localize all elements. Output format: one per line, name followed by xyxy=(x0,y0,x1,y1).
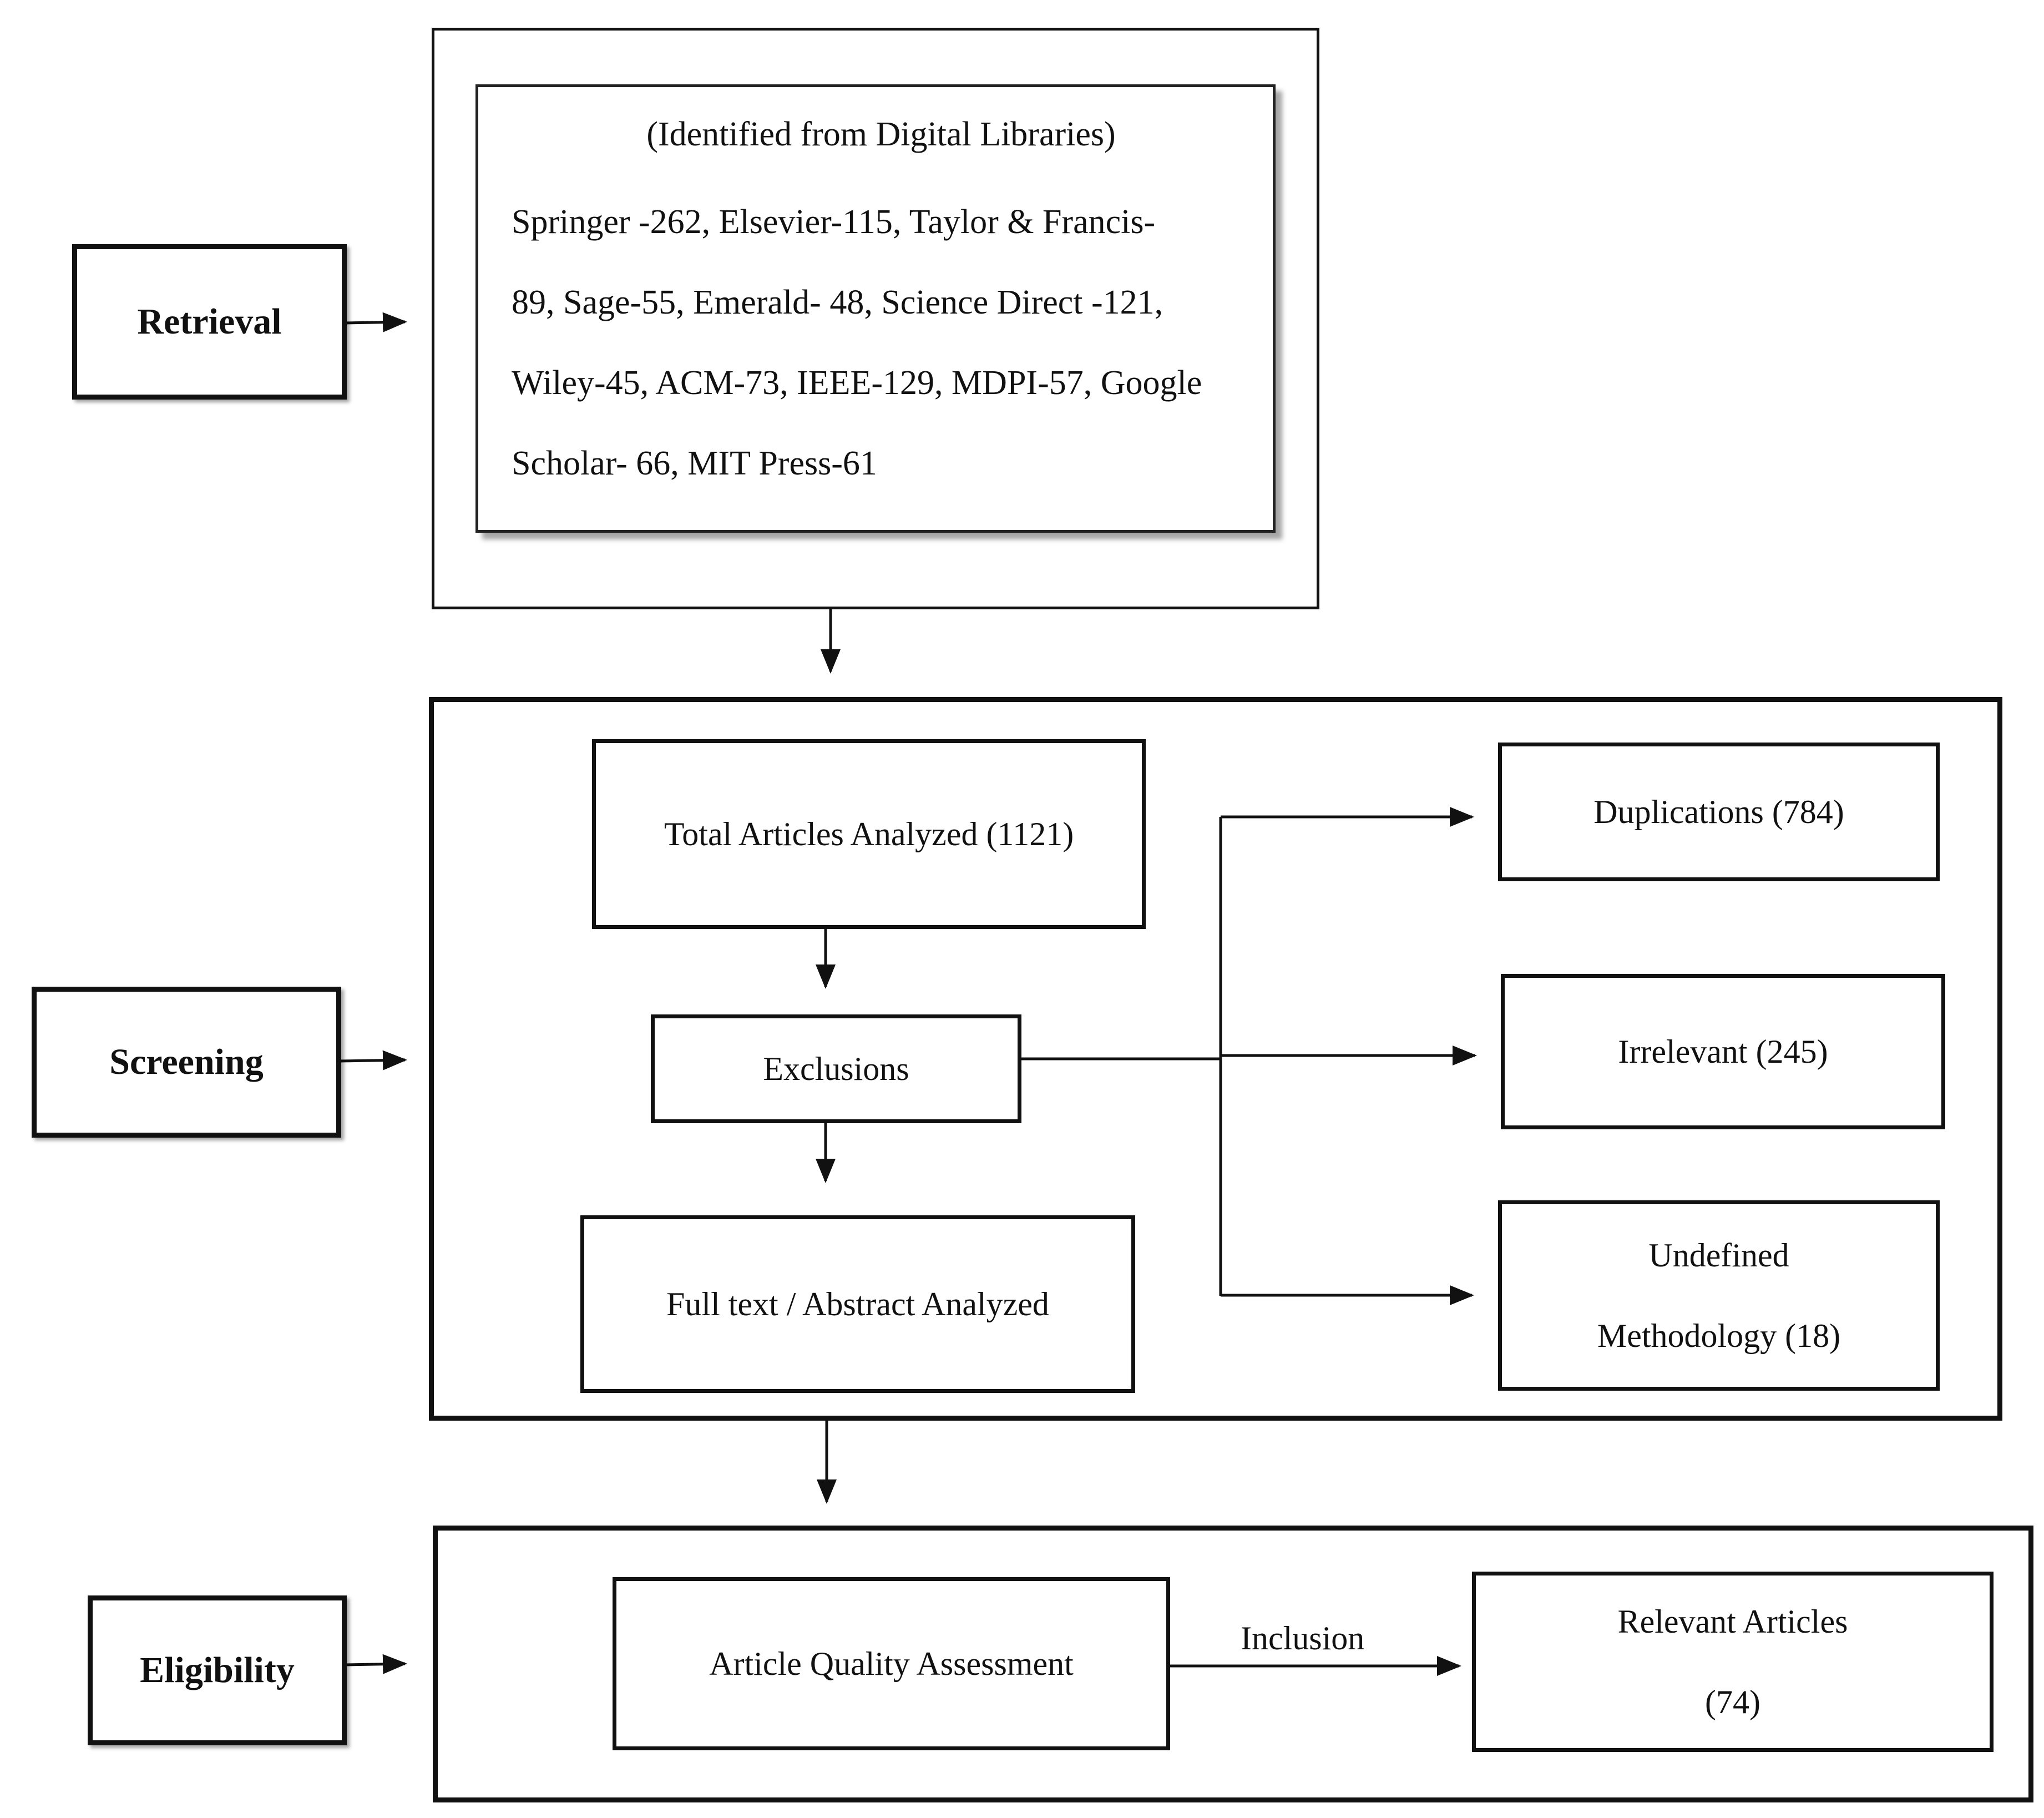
arrow-eligibility xyxy=(343,1654,407,1674)
exclusions-label: Exclusions xyxy=(763,1051,909,1087)
full-text-box: Full text / Abstract Analyzed xyxy=(580,1215,1135,1393)
relevant-articles-line-2: (74) xyxy=(1705,1683,1760,1720)
stage-eligibility-label: Eligibility xyxy=(140,1650,295,1690)
library-counts-line-3: Wiley-45, ACM-73, IEEE-129, MDPI-57, Goo… xyxy=(512,364,1202,402)
arrow-screening xyxy=(338,1050,407,1070)
stage-eligibility: Eligibility xyxy=(88,1595,347,1745)
library-counts-line-2: 89, Sage-55, Emerald- 48, Science Direct… xyxy=(512,284,1163,321)
quality-assessment-box: Article Quality Assessment xyxy=(613,1577,1170,1750)
inclusion-label: Inclusion xyxy=(1241,1620,1365,1657)
total-articles-label: Total Articles Analyzed (1121) xyxy=(664,816,1074,852)
stage-screening: Screening xyxy=(32,987,341,1138)
stage-screening-label: Screening xyxy=(109,1042,264,1082)
irrelevant-label: Irrelevant (245) xyxy=(1618,1033,1828,1070)
undefined-methodology-line-2: Methodology (18) xyxy=(1597,1317,1841,1354)
duplications-label: Duplications (784) xyxy=(1593,794,1844,830)
digital-libraries-title: (Identified from Digital Libraries) xyxy=(646,115,1116,153)
digital-libraries-box: (Identified from Digital Libraries) Spri… xyxy=(475,84,1276,533)
irrelevant-box: Irrelevant (245) xyxy=(1501,974,1945,1129)
screening-container xyxy=(429,697,2002,1421)
stage-retrieval: Retrieval xyxy=(72,244,347,400)
duplications-box: Duplications (784) xyxy=(1498,743,1940,881)
library-counts-line-4: Scholar- 66, MIT Press-61 xyxy=(512,445,877,482)
exclusions-box: Exclusions xyxy=(651,1014,1021,1123)
relevant-articles-box: Relevant Articles (74) xyxy=(1472,1572,1994,1752)
full-text-label: Full text / Abstract Analyzed xyxy=(666,1286,1049,1322)
undefined-methodology-line-1: Undefined xyxy=(1648,1236,1789,1274)
eligibility-container xyxy=(433,1526,2033,1802)
quality-assessment-label: Article Quality Assessment xyxy=(709,1645,1074,1682)
retrieval-container xyxy=(432,28,1319,609)
relevant-articles-line-1: Relevant Articles xyxy=(1617,1603,1848,1640)
arrow-retrieval xyxy=(343,312,407,332)
total-articles-box: Total Articles Analyzed (1121) xyxy=(592,739,1146,929)
stage-retrieval-label: Retrieval xyxy=(137,301,282,342)
undefined-methodology-box: Undefined Methodology (18) xyxy=(1498,1200,1940,1391)
library-counts-line-1: Springer -262, Elsevier-115, Taylor & Fr… xyxy=(512,203,1156,241)
